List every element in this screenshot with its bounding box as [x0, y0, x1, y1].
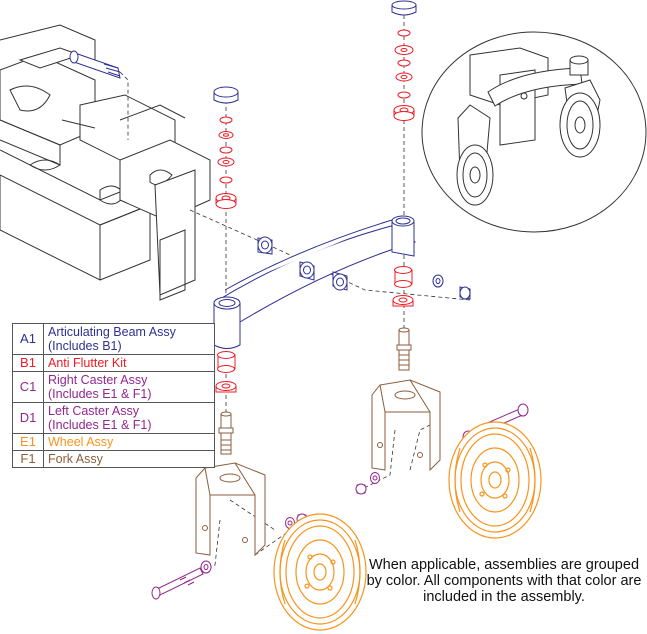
chassis-frame: [0, 24, 211, 301]
legend-code: D1: [12, 402, 44, 434]
legend-description: Fork Assy: [43, 450, 215, 468]
legend-description: Wheel Assy: [43, 433, 215, 451]
legend-code: B1: [12, 354, 44, 372]
left-anti-flutter-stack: [215, 116, 237, 209]
legend-description-line: Fork Assy: [48, 452, 103, 466]
legend-description-line: (Includes B1): [48, 339, 122, 353]
color-grouping-note: When applicable, assemblies are grouped …: [366, 557, 642, 605]
right-fork: [371, 379, 441, 472]
legend-row: E1 Wheel Assy: [12, 433, 215, 451]
legend-description-line: Wheel Assy: [48, 435, 114, 449]
legend-description-line: (Includes E1 & F1): [48, 387, 152, 401]
right-wheel: [448, 421, 542, 539]
right-anti-flutter-stack: [393, 29, 415, 121]
legend-row: B1 Anti Flutter Kit: [12, 354, 215, 372]
articulating-beam: [213, 215, 417, 349]
legend-description: Left Caster Assy(Includes E1 & F1): [43, 402, 215, 434]
legend-description: Articulating Beam Assy(Includes B1): [43, 323, 215, 355]
legend-code: C1: [12, 371, 44, 403]
legend-description-line: (Includes E1 & F1): [48, 418, 152, 432]
fork-stems: [218, 327, 412, 455]
right-cap: [391, 0, 417, 16]
legend-code: F1: [12, 450, 44, 468]
left-cap: [213, 86, 239, 104]
legend-description: Right Caster Assy(Includes E1 & F1): [43, 371, 215, 403]
legend-description-line: Left Caster Assy: [48, 404, 140, 418]
legend-description-line: Articulating Beam Assy: [48, 325, 176, 339]
legend-description: Anti Flutter Kit: [43, 354, 215, 372]
legend-description-line: Anti Flutter Kit: [48, 356, 127, 370]
inset-detail-view: [421, 31, 647, 233]
legend-description-line: Right Caster Assy: [48, 373, 148, 387]
assembly-guide-lines: [119, 15, 471, 579]
left-wheel: [273, 513, 367, 631]
legend-code: A1: [12, 323, 44, 355]
frame-bolt: [69, 50, 121, 79]
lower-bearings: [215, 266, 414, 393]
left-fork: [195, 462, 266, 557]
legend-code: E1: [12, 433, 44, 451]
legend-row: F1 Fork Assy: [12, 450, 215, 468]
beam-bushings: [257, 236, 471, 300]
